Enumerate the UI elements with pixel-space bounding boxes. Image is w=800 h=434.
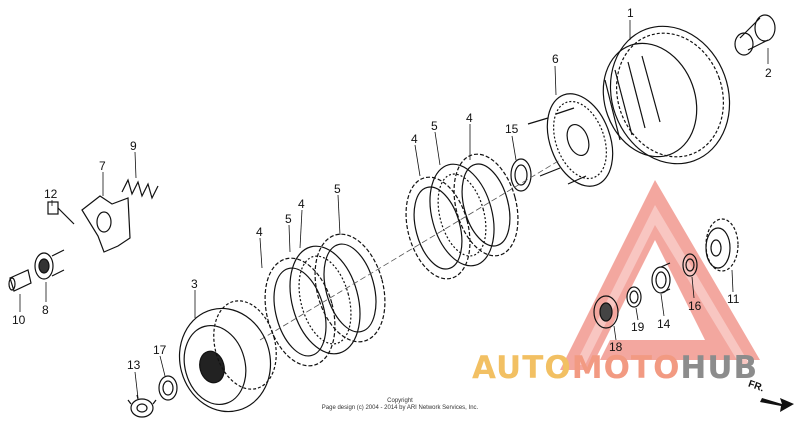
clutch-stack-right xyxy=(405,153,519,280)
callout-2: 2 xyxy=(765,66,772,80)
callout-18: 18 xyxy=(609,340,623,354)
callout-5a: 5 xyxy=(285,212,292,226)
callout-13: 13 xyxy=(127,358,141,372)
callout-3: 3 xyxy=(191,277,198,291)
watermark-hub: HUB xyxy=(680,350,759,386)
callout-8: 8 xyxy=(42,303,49,317)
washer-19 xyxy=(626,286,642,308)
watermark-auto: AUTO xyxy=(472,350,572,386)
callout-12: 12 xyxy=(44,187,58,201)
front-direction-arrow xyxy=(760,398,794,412)
lock-nut xyxy=(127,394,157,418)
callout-10: 10 xyxy=(12,313,26,327)
copyright-notice: Copyright Page design (c) 2004 - 2014 by… xyxy=(300,398,500,412)
watermark-triangle xyxy=(560,180,760,370)
clutch-outer-basket xyxy=(602,25,731,165)
clutch-spring xyxy=(121,178,159,200)
callout-15: 15 xyxy=(505,122,519,136)
callout-14: 14 xyxy=(657,317,671,331)
lifter-plate xyxy=(81,195,131,253)
bearing-18 xyxy=(593,295,619,329)
callout-4a: 4 xyxy=(256,225,263,239)
callout-4c: 4 xyxy=(411,132,418,146)
callout-4d: 4 xyxy=(466,111,473,125)
callout-16: 16 xyxy=(688,299,702,313)
lifter-rod xyxy=(8,269,32,292)
bolt xyxy=(47,201,75,225)
needle-bearing xyxy=(651,262,671,294)
watermark-moto: MOTO xyxy=(571,350,681,386)
callout-5b: 5 xyxy=(334,182,341,196)
callout-17: 17 xyxy=(153,343,167,357)
axis-line xyxy=(259,159,561,341)
copyright-line-2: Page design (c) 2004 - 2014 by ARI Netwo… xyxy=(321,405,479,411)
washer-16 xyxy=(682,253,698,277)
callout-7: 7 xyxy=(99,159,106,173)
primary-drive-gear xyxy=(705,218,739,272)
callout-6: 6 xyxy=(552,52,559,66)
pressure-plate xyxy=(527,93,614,187)
copyright-line-1: Copyright xyxy=(387,398,413,404)
clutch-stack-left xyxy=(264,233,386,367)
washer-15 xyxy=(510,158,532,192)
callout-5c: 5 xyxy=(431,119,438,133)
callout-19: 19 xyxy=(631,320,645,334)
leader-lines xyxy=(19,20,769,399)
lifter-bearing xyxy=(34,249,65,280)
watermark-logo: AUTOMOTOHUB xyxy=(472,350,792,390)
callout-4b: 4 xyxy=(298,197,305,211)
callout-9: 9 xyxy=(130,139,137,153)
bushing xyxy=(734,14,776,56)
callout-1: 1 xyxy=(627,6,634,20)
washer-17 xyxy=(158,375,178,401)
clutch-center xyxy=(178,300,277,413)
callout-11: 11 xyxy=(727,292,740,306)
